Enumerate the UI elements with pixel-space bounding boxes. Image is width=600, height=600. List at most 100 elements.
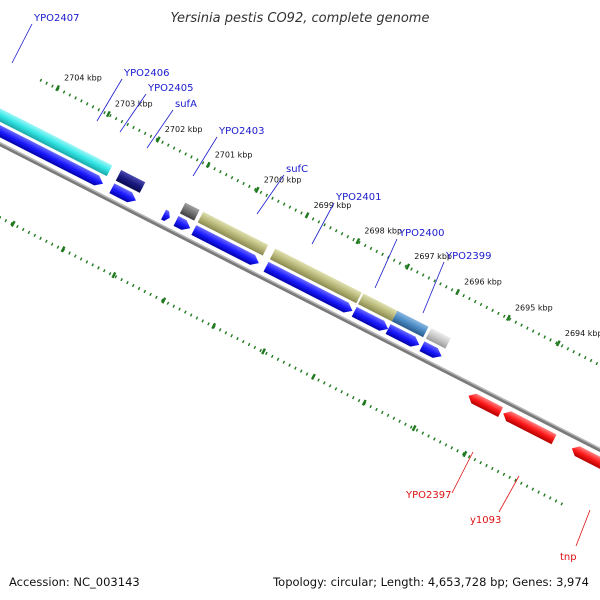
ruler-dot (456, 449, 459, 453)
gene-label-sufa: sufA (175, 99, 197, 110)
ruler-dot (496, 469, 500, 474)
tick-label-2704-kbp: 2704 kbp (64, 74, 102, 83)
ruler-dot (201, 319, 205, 323)
ruler-dot (416, 270, 419, 274)
gene-label-ypo2397: YPO2397 (405, 490, 451, 501)
ruler-dot (265, 351, 268, 356)
ruler-dot (213, 167, 216, 171)
ruler-dot (560, 502, 564, 506)
gene-ypo2400 (385, 324, 420, 347)
ruler-dot (288, 205, 292, 209)
ruler-dot (282, 202, 286, 206)
gene-label-ypo2406: YPO2406 (123, 68, 169, 79)
gene-label-ypo2400: YPO2400 (398, 228, 444, 239)
ruler-dot (381, 252, 384, 256)
ruler-dot (357, 398, 361, 403)
tick-label-2703-kbp: 2703 kbp (115, 100, 153, 109)
ruler-major-tick (361, 399, 367, 406)
ruler-dot (276, 357, 280, 361)
cog-sufc (269, 248, 362, 304)
ruler-dot (178, 307, 181, 311)
ruler-dot (126, 280, 129, 285)
ruler-major-tick (462, 450, 468, 458)
callout-sufc (256, 174, 285, 215)
ruler-dot (502, 472, 506, 477)
ruler-dot (334, 229, 338, 233)
cog-ypo2399 (425, 327, 451, 349)
ruler-dot (433, 279, 436, 283)
ruler-dot (520, 323, 523, 327)
gene-label-ypo2405: YPO2405 (147, 83, 193, 94)
ruler-dot (514, 478, 517, 482)
ruler-dot (68, 93, 72, 97)
ruler-dot (305, 372, 309, 376)
callout-sufa (146, 109, 174, 149)
tick-label-2701-kbp: 2701 kbp (215, 150, 253, 159)
ruler-major-tick (505, 314, 511, 322)
gene-label-ypo2403: YPO2403 (218, 126, 264, 137)
ruler-dot (479, 460, 483, 465)
ruler-dot (346, 234, 350, 239)
tick-label-2700-kbp: 2700 kbp (264, 175, 302, 184)
ruler-major-tick (111, 271, 117, 279)
ruler-dot (375, 407, 378, 412)
ruler-dot (50, 242, 54, 246)
ruler-dot (201, 161, 205, 165)
ruler-dot (189, 313, 193, 317)
ruler-dot (317, 220, 321, 224)
ruler-dot (427, 276, 431, 280)
ruler-dot (595, 361, 599, 366)
tick-label-2696-kbp: 2696 kbp (464, 278, 502, 287)
ruler-dot (68, 251, 71, 255)
ruler-dot (184, 310, 187, 314)
ruler-dot (27, 230, 31, 235)
ruler-dot (74, 254, 77, 258)
ruler-dot (531, 487, 535, 491)
backbone (0, 113, 600, 490)
ruler-dot (410, 267, 413, 271)
ruler-dot (33, 233, 37, 238)
ruler-major-tick (311, 373, 316, 381)
ruler-dot (149, 292, 152, 297)
ruler-dot (120, 277, 123, 282)
ruler-dot (184, 152, 187, 156)
ruler-dot (230, 334, 233, 338)
ruler-major-tick (161, 297, 167, 304)
ruler-dot (467, 455, 471, 459)
ruler-dot (589, 358, 593, 363)
ruler-dot (10, 221, 13, 226)
ruler-dot (572, 350, 575, 354)
ruler-dot (126, 122, 130, 127)
gene-label-ypo2407: YPO2407 (33, 13, 79, 24)
ruler-dot (80, 99, 83, 103)
ruler-dot (207, 322, 210, 326)
forward-strand-layer (0, 100, 442, 358)
ruler-dot (85, 260, 89, 264)
ruler-dot (120, 119, 124, 124)
gene-ypo2401 (351, 306, 389, 331)
ruler-major-tick (304, 212, 310, 219)
ruler-dot (97, 266, 100, 270)
ruler-dot (195, 158, 199, 162)
ruler-dot (485, 463, 488, 468)
gene-label-y1093: y1093 (470, 515, 501, 526)
ruler-dot (166, 143, 170, 147)
ruler-dot (352, 237, 355, 242)
ruler-major-tick (355, 237, 361, 245)
ruler-dot (543, 493, 546, 497)
ruler-dot (508, 475, 511, 480)
gene-sufc (263, 261, 353, 313)
ruler-dot (236, 336, 239, 341)
ruler-dot (485, 305, 489, 310)
ruler-dot (236, 178, 240, 183)
ruler-dot (161, 140, 164, 144)
ruler-dot (299, 369, 303, 373)
gene-y1093 (503, 411, 557, 445)
ruler-dot (39, 78, 43, 82)
ruler-dot (369, 246, 373, 251)
ruler-dot (131, 283, 135, 288)
ruler-dot (85, 102, 89, 106)
ruler-dot (311, 217, 315, 221)
ruler-dot (108, 272, 112, 276)
ruler-dot (21, 227, 25, 232)
